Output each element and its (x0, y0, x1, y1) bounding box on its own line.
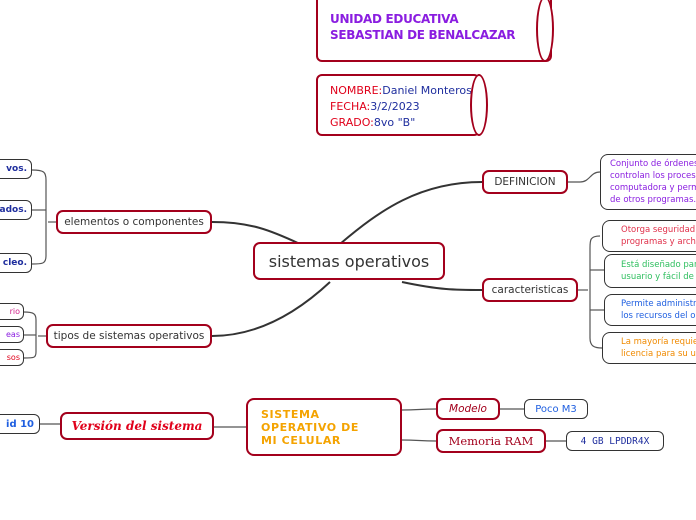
elementos-leaf-2[interactable]: ados. (0, 200, 32, 220)
nombre-label: NOMBRE: (330, 84, 383, 97)
elementos-leaf-1-label: vos. (6, 164, 27, 174)
school-cylinder-cap (536, 0, 554, 62)
branch-definicion-label: DEFINICION (494, 176, 556, 188)
definicion-line-4: de otros programas. (610, 195, 696, 205)
celular-topic[interactable]: SISTEMA OPERATIVO DE MI CELULAR (246, 398, 402, 456)
tipos-leaf-2[interactable]: eas (0, 326, 24, 343)
fecha-value: 3/2/2023 (370, 100, 420, 113)
definicion-line-1: Conjunto de órdenes (610, 159, 696, 169)
elementos-leaf-3[interactable]: cleo. (0, 253, 32, 273)
fecha-label: FECHA: (330, 100, 371, 113)
branch-tipos[interactable]: tipos de sistemas operativos (46, 324, 212, 348)
school-title-box: UNIDAD EDUCATIVA SEBASTIAN DE BENALCAZAR (316, 0, 552, 62)
central-topic-label: sistemas operativos (268, 251, 430, 271)
version-value-label: id 10 (6, 418, 34, 430)
branch-modelo[interactable]: Modelo (436, 398, 500, 420)
version-value-box[interactable]: id 10 (0, 414, 40, 434)
caracteristica-item-4[interactable]: La mayoría requier licencia para su us (602, 332, 696, 364)
branch-version[interactable]: Versión del sistema (60, 412, 214, 440)
elementos-leaf-3-label: cleo. (2, 258, 27, 268)
caracteristica-item-1[interactable]: Otorga seguridad programas y archiv (602, 220, 696, 252)
modelo-value-box[interactable]: Poco M3 (524, 399, 588, 419)
branch-caracteristicas[interactable]: caracteristicas (482, 278, 578, 302)
tipos-leaf-2-label: eas (6, 330, 20, 339)
branch-elementos[interactable]: elementos o componentes (56, 210, 212, 234)
definicion-line-2: controlan los proceso (610, 171, 696, 181)
info-cylinder-cap (470, 74, 488, 136)
school-title-line2: SEBASTIAN DE BENALCAZAR (330, 28, 516, 42)
grado-label: GRADO: (330, 116, 374, 129)
caracteristica-item-2[interactable]: Está diseñado par usuario y fácil de u (604, 254, 696, 288)
branch-elementos-label: elementos o componentes (64, 216, 204, 228)
grado-value: 8vo "B" (373, 116, 416, 129)
definicion-line-3: computadora y permi (610, 183, 696, 193)
caracteristica-2-line-2: usuario y fácil de u (621, 272, 696, 282)
elementos-leaf-2-label: ados. (0, 205, 27, 215)
nombre-row: NOMBRE:Daniel Monteros (330, 84, 472, 97)
caracteristica-1-line-2: programas y archiv (621, 237, 696, 247)
connector-caracteristicas (401, 281, 483, 291)
branch-ram[interactable]: Memoria RAM (436, 429, 546, 453)
caracteristica-1-line-1: Otorga seguridad (621, 225, 696, 235)
school-title-line1: UNIDAD EDUCATIVA (330, 12, 459, 26)
connector-elementos (211, 221, 301, 245)
celular-title-line-3: MI CELULAR (261, 434, 341, 447)
tipos-leaf-3-label: sos (6, 353, 20, 362)
caracteristica-4-line-1: La mayoría requier (621, 337, 696, 347)
branch-tipos-label: tipos de sistemas operativos (53, 330, 205, 342)
modelo-value-label: Poco M3 (535, 403, 577, 415)
ram-value-box[interactable]: 4 GB LPDDR4X (566, 431, 664, 451)
caracteristica-3-line-2: los recursos del or (621, 311, 696, 321)
tipos-leaf-1[interactable]: rio (0, 303, 24, 320)
caracteristica-3-line-1: Permite administr (621, 299, 696, 309)
branch-ram-label: Memoria RAM (448, 434, 534, 448)
branch-definicion[interactable]: DEFINICION (482, 170, 568, 194)
elementos-leaf-1[interactable]: vos. (0, 159, 32, 179)
tipos-leaf-1-label: rio (9, 307, 20, 316)
connector-definicion (339, 181, 483, 245)
fecha-row: FECHA:3/2/2023 (330, 100, 420, 113)
caracteristica-4-line-2: licencia para su us (621, 349, 696, 359)
grado-row: GRADO:8vo "B" (330, 116, 415, 129)
celular-title-line-2: OPERATIVO DE (261, 421, 359, 434)
ram-value-label: 4 GB LPDDR4X (580, 435, 650, 447)
branch-version-label: Versión del sistema (71, 419, 203, 433)
caracteristica-item-3[interactable]: Permite administr los recursos del or (604, 294, 696, 326)
tipos-leaf-3[interactable]: sos (0, 349, 24, 366)
connector-tipos (211, 281, 331, 337)
caracteristica-2-line-1: Está diseñado par (621, 260, 696, 270)
branch-caracteristicas-label: caracteristicas (491, 284, 569, 296)
celular-title-line-1: SISTEMA (261, 408, 320, 421)
branch-modelo-label: Modelo (449, 403, 487, 415)
definicion-text-box[interactable]: Conjunto de órdenes controlan los proces… (600, 154, 696, 210)
student-info-box: NOMBRE:Daniel Monteros FECHA:3/2/2023 GR… (316, 74, 480, 136)
central-topic[interactable]: sistemas operativos (253, 242, 445, 280)
nombre-value: Daniel Monteros (382, 84, 472, 97)
